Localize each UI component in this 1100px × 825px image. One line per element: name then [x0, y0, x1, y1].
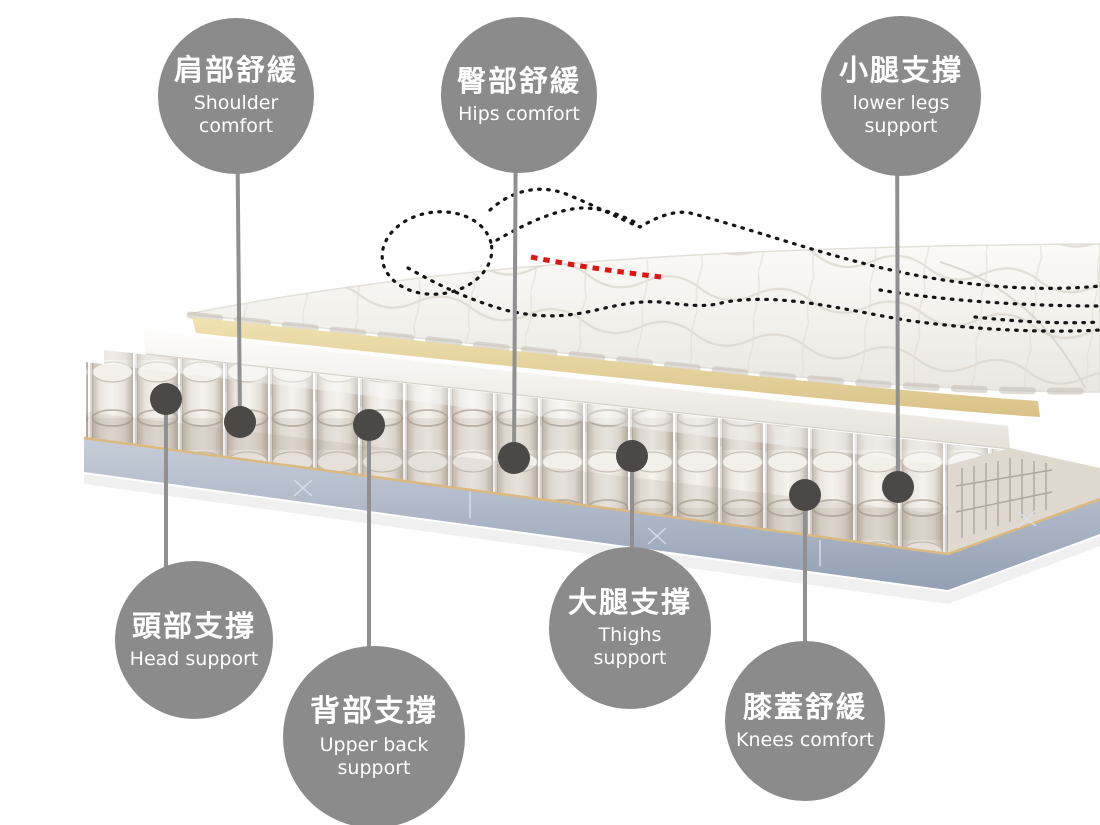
marker-dot-shoulder [224, 406, 256, 438]
badge-thighs-support: 大腿支撐 Thighs support [549, 547, 711, 709]
badge-hips-comfort-en: Hips comfort [458, 102, 580, 125]
badge-hips-comfort-zh: 臀部舒緩 [456, 64, 581, 99]
marker-dot-hips [498, 442, 530, 474]
sleeper-head-outline [380, 210, 494, 296]
foam-layer [142, 329, 1011, 450]
latex-layer [192, 317, 1040, 417]
pocket-springs-lower-tint [86, 412, 948, 556]
badge-knees-comfort: 膝蓋舒緩 Knees comfort [725, 641, 885, 801]
quilt-scallop-shadow [186, 311, 1100, 395]
marker-dot-lower-legs [882, 471, 914, 503]
badge-knees-comfort-zh: 膝蓋舒緩 [742, 690, 867, 725]
pressure-line [530, 254, 662, 280]
sleeper-leg-outline [878, 288, 1100, 308]
badge-knees-comfort-en: Knees comfort [736, 728, 874, 751]
badge-head-support-en: Head support [129, 647, 259, 670]
mattress-layers [83, 243, 1100, 604]
sleeper-outline [380, 187, 1100, 333]
sleeper-arm-outline [495, 206, 642, 242]
marker-dot-upper-back [353, 409, 385, 441]
badge-shoulder-comfort: 肩部舒緩 Shoulder comfort [158, 18, 314, 174]
badge-shoulder-comfort-zh: 肩部舒緩 [173, 53, 298, 88]
base-stitching [293, 479, 1037, 566]
quilted-top-layer [186, 243, 1100, 395]
marker-dots [150, 383, 914, 511]
quilt-side-fold [939, 261, 1086, 389]
badge-upper-back-support: 背部支撐 Upper back support [283, 646, 465, 825]
innerspring-wireframe [948, 448, 1100, 554]
badge-thighs-support-zh: 大腿支撐 [567, 585, 692, 620]
sleeper-torso-outline [488, 187, 1100, 290]
badge-head-support-zh: 頭部支撐 [131, 609, 256, 644]
badge-lower-legs-support: 小腿支撐 lower legs support [821, 16, 981, 176]
marker-dot-head [150, 383, 182, 415]
badge-shoulder-comfort-en: Shoulder comfort [193, 92, 279, 138]
badge-lower-legs-support-zh: 小腿支撐 [838, 53, 963, 88]
badge-upper-back-support-zh: 背部支撐 [310, 693, 438, 729]
badge-upper-back-support-en: Upper back support [319, 733, 429, 779]
base-piping [83, 436, 1100, 556]
badge-hips-comfort: 臀部舒緩 Hips comfort [441, 17, 597, 173]
badge-lower-legs-support-en: lower legs support [852, 92, 950, 138]
marker-dot-knees [789, 479, 821, 511]
badge-head-support: 頭部支撐 Head support [115, 561, 273, 719]
marker-dot-thighs [616, 440, 648, 472]
base-band [83, 436, 1100, 590]
badge-thighs-support-en: Thighs support [593, 624, 667, 670]
